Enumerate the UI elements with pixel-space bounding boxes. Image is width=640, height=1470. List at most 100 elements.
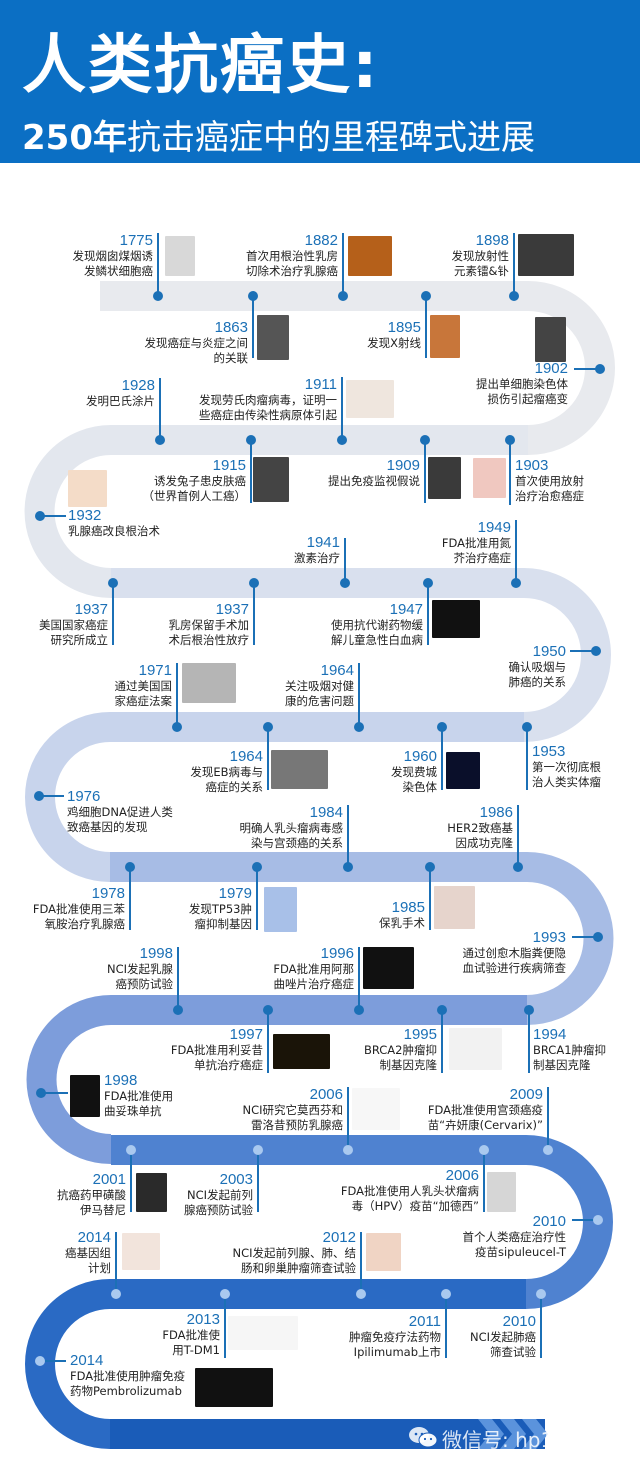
event-description: HER2致癌基	[447, 821, 513, 835]
event-description: 发现癌症与炎症之间	[144, 336, 249, 350]
event-year: 1902	[534, 360, 568, 377]
event-description: 发现EB病毒与	[190, 765, 263, 779]
event-description: 瘤抑制基因	[194, 916, 253, 931]
event-description: 确认吸烟与	[508, 660, 567, 674]
event-photo	[228, 1316, 298, 1350]
event-description: Ipilimumab上市	[353, 1344, 441, 1359]
event-year: 1941	[306, 534, 340, 551]
event-description: 乳房保留手术加	[168, 618, 250, 632]
event-photo	[68, 470, 107, 507]
event-description: 通过创愈木脂粪便隐	[462, 946, 567, 960]
event-photo	[432, 600, 480, 638]
event-photo	[352, 1088, 400, 1130]
event-description: 乳腺癌改良根治术	[68, 524, 160, 538]
event-description: 治疗治愈癌症	[515, 488, 584, 503]
event-photo	[136, 1173, 167, 1212]
event-photo	[264, 887, 297, 932]
event-year: 1937	[215, 601, 249, 618]
event-year: 1882	[304, 232, 338, 249]
event-description: FDA批准使用三苯	[32, 902, 125, 916]
event-year: 1994	[533, 1026, 567, 1043]
event-description: （世界首例人工癌）	[142, 488, 247, 503]
timeline-dot	[248, 291, 258, 301]
subtitle-rest: 抗击癌症中的里程碑式进展	[126, 118, 535, 158]
event-description: 诱发兔子患皮肤癌	[154, 474, 246, 488]
timeline-dot	[543, 1145, 553, 1155]
event-year: 1863	[214, 319, 248, 336]
event-photo	[518, 234, 574, 276]
event-description: NCI发起肺癌	[469, 1330, 536, 1344]
event-description: 腺癌预防试验	[184, 1202, 253, 1217]
timeline-dot	[522, 722, 532, 732]
event-description: 发现费城	[391, 765, 437, 779]
event-description: FDA批准使用肿瘤免疫	[70, 1369, 186, 1383]
timeline-dot	[509, 291, 519, 301]
timeline-dot	[437, 1005, 447, 1015]
event-description: BRCA1肿瘤抑	[533, 1043, 607, 1057]
event-description: 损伤引起瘤癌变	[487, 391, 569, 406]
event-description: 肠和卵巢肿瘤筛查试验	[241, 1260, 356, 1275]
event-description: 鸡细胞DNA促进人类	[67, 805, 173, 819]
event-year: 1953	[532, 743, 566, 760]
event-year: 1996	[320, 945, 354, 962]
timeline-dot	[220, 1289, 230, 1299]
event-year: 1998	[104, 1072, 138, 1089]
event-photo	[271, 750, 328, 789]
event-description: 首次使用放射	[515, 474, 584, 488]
event-year: 2011	[408, 1313, 441, 1330]
timeline-dot	[35, 511, 45, 521]
event-description: 癌症的关系	[205, 779, 264, 794]
event-year: 2001	[92, 1171, 126, 1188]
event-description: 切除术治疗乳腺癌	[246, 263, 338, 278]
timeline-dot	[246, 435, 256, 445]
event-year: 1911	[304, 376, 337, 393]
event-description: 癌基因组	[65, 1246, 111, 1260]
event-description: 发现放射性	[451, 249, 510, 263]
event-description: 筛查试验	[490, 1344, 536, 1359]
event-year: 2010	[532, 1213, 566, 1230]
timeline-dot	[338, 291, 348, 301]
timeline-dot	[425, 862, 435, 872]
event-description: 计划	[88, 1260, 111, 1275]
event-description: 抗癌药甲磺酸	[57, 1188, 126, 1202]
event-description: 单抗治疗癌症	[194, 1057, 263, 1072]
event-description: 元素镭&钋	[454, 263, 509, 278]
event-photo	[434, 886, 475, 929]
timeline-dot	[35, 1356, 45, 1366]
event-year: 1986	[479, 804, 513, 821]
timeline-dot	[354, 1005, 364, 1015]
road-segment	[26, 995, 527, 1164]
timeline-dot	[420, 435, 430, 445]
event-description: 发现烟囱煤烟诱	[72, 249, 154, 263]
event-description: 提出免疫监视假说	[328, 474, 420, 488]
event-year: 1928	[121, 377, 155, 394]
event-description: FDA批准使用宫颈癌疫	[427, 1103, 543, 1117]
event-description: 解儿童急性白血病	[331, 632, 423, 647]
event-description: NCI发起前列腺、肺、结	[232, 1246, 356, 1260]
event-description: 家癌症法案	[114, 693, 173, 708]
event-description: 些癌症由传染性病原体引起	[199, 407, 337, 422]
event-description: FDA批准用利妥昔	[170, 1043, 263, 1057]
road-end-chevrons	[478, 1419, 548, 1449]
event-description: FDA批准用氮	[441, 536, 511, 550]
subtitle-bold: 250年	[22, 118, 127, 158]
event-photo	[70, 1075, 100, 1117]
event-description: 制基因克隆	[533, 1057, 591, 1072]
watermark-text: 微信号: hp100911	[442, 1428, 617, 1452]
